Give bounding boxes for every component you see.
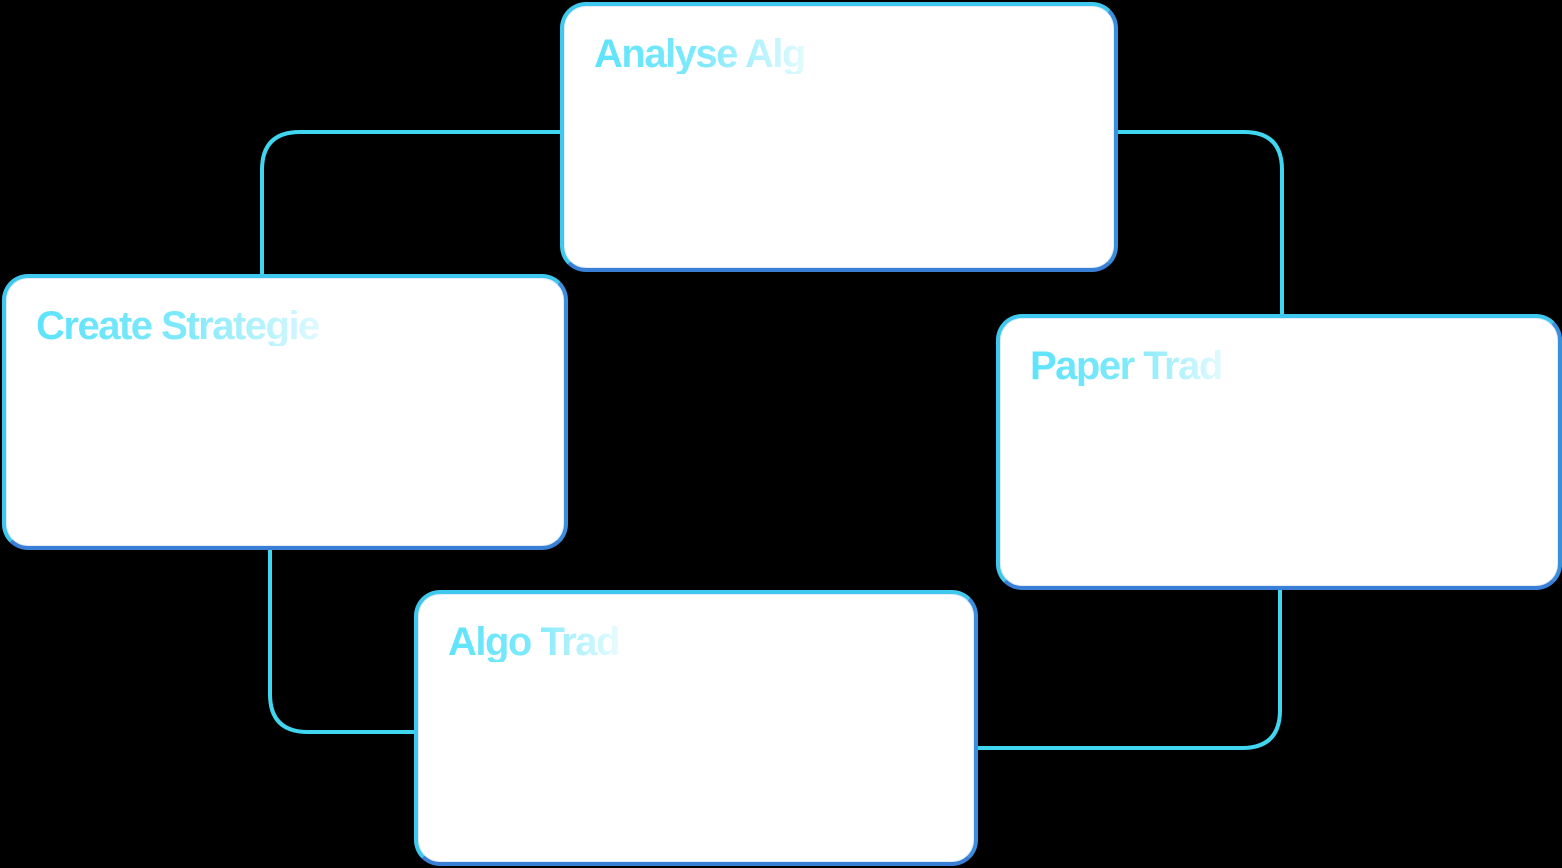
card-create-strategies: Create Strategie — [2, 274, 568, 550]
connector-create-algo — [268, 548, 416, 734]
card-title: Create Strategie — [36, 306, 366, 346]
card-title: Analyse Alg — [594, 34, 834, 74]
connector-analyse-paper — [1118, 130, 1284, 316]
card-analyse-algo: Analyse Alg — [560, 2, 1118, 272]
card-algo-trade: Algo Trad — [414, 590, 978, 866]
connector-paper-algo — [976, 588, 1282, 750]
connector-analyse-create — [260, 130, 560, 276]
card-title: Algo Trad — [448, 622, 638, 662]
card-title: Paper Trad — [1030, 346, 1250, 386]
card-paper-trade: Paper Trad — [996, 314, 1562, 590]
